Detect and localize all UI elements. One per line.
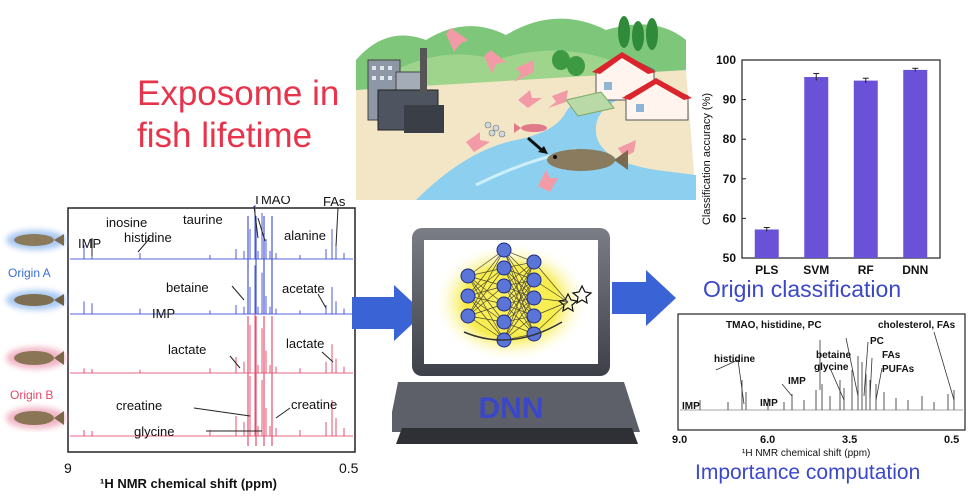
importance-tick-9: 9.0 (672, 434, 687, 446)
nn-node (460, 268, 476, 284)
houses-icon (592, 52, 692, 121)
nn-node (460, 308, 476, 324)
peak-label-lactate-2: lactate (286, 336, 324, 351)
fish-icon (6, 290, 66, 310)
nn-node (526, 290, 542, 306)
origin-b-spectra (83, 313, 345, 446)
importance-label-imp-2: IMP (682, 401, 700, 412)
importance-label-pufas: PUFAs (882, 364, 915, 375)
peak-label-inosine: inosine (106, 215, 147, 230)
output-star-icon (571, 284, 593, 305)
arrow-into-dnn (352, 285, 424, 341)
peak-label-tmao: TMAO (253, 196, 291, 207)
nn-node (526, 308, 542, 324)
peak-label-creatine: creatine (116, 398, 162, 413)
x-tick-label: PLS (755, 263, 778, 277)
nn-node (496, 242, 512, 258)
laptop-dnn: DNN (392, 228, 640, 444)
nmr-spectra-panel: IMP inosine histidine taurine TMAO FAs a… (64, 196, 359, 491)
spectra-frame (67, 207, 356, 453)
bar-rf (853, 80, 878, 258)
dnn-label: DNN (479, 392, 544, 425)
x-tick-label: RF (858, 263, 874, 277)
importance-label-glycine: glycine (814, 362, 849, 373)
neural-network-icon (460, 242, 593, 348)
bar-dnn (903, 69, 928, 259)
importance-x-axis-title: ¹H NMR chemical shift (ppm) (742, 448, 870, 459)
peak-label-glycine: glycine (134, 424, 174, 439)
y-tick-label: 60 (723, 211, 737, 225)
laptop-base (392, 382, 640, 432)
headline-line-1: Exposome in (137, 74, 340, 113)
peak-label-alanine: alanine (284, 228, 326, 243)
nn-node (496, 278, 512, 294)
peak-label-lactate: lactate (168, 342, 206, 357)
peak-label-imp-2: IMP (152, 306, 175, 321)
importance-tick-0-5: 0.5 (944, 434, 959, 446)
peak-label-imp: IMP (78, 236, 101, 251)
fish-samples (6, 230, 66, 429)
importance-spectrum: TMAO, histidine, PC cholesterol, FAs his… (672, 313, 966, 459)
peak-label-fas: FAs (323, 196, 346, 209)
origin-a-label: Origin A (8, 266, 51, 280)
importance-label-tmao-histidine-pc: TMAO, histidine, PC (726, 320, 822, 331)
nn-node (526, 254, 542, 270)
importance-tick-3-5: 3.5 (842, 434, 857, 446)
juvenile-fish-icon (484, 121, 547, 138)
y-tick-label: 80 (723, 132, 737, 146)
bar-pls (754, 229, 779, 258)
peak-label-taurine: taurine (183, 212, 223, 227)
arrow-out-of-dnn (612, 270, 676, 326)
nn-node (460, 288, 476, 304)
bar-svm (804, 77, 829, 258)
peak-label-betaine: betaine (166, 280, 209, 295)
x-tick-label: SVM (803, 263, 829, 277)
fish-icon (6, 347, 66, 369)
importance-label-pc: PC (870, 336, 884, 347)
y-tick-label: 100 (716, 53, 736, 67)
peak-label-histidine: histidine (124, 230, 172, 245)
x-tick-label: DNN (902, 263, 928, 277)
headline-line-2: fish lifetime (137, 116, 313, 155)
importance-label-imp-3: IMP (760, 398, 778, 409)
importance-label-histidine: histidine (714, 354, 756, 365)
trees-icon (552, 16, 658, 76)
importance-label-fas: FAs (882, 350, 901, 361)
factory-icon (367, 48, 444, 133)
river (416, 92, 696, 200)
x-tick-left: 9 (64, 460, 72, 476)
origin-classification-caption: Origin classification (703, 276, 902, 302)
importance-computation-caption: Importance computation (695, 461, 921, 484)
nn-node (496, 296, 512, 312)
fish-icon (527, 136, 628, 171)
importance-label-betaine: betaine (816, 350, 851, 361)
y-tick-label: 50 (723, 251, 737, 265)
landscape-illustration (356, 0, 696, 200)
nn-node (496, 260, 512, 276)
fish-icon (6, 407, 66, 429)
y-tick-label: 90 (723, 93, 737, 107)
nn-node (526, 326, 542, 342)
output-star-icon (557, 292, 579, 313)
origin-b-label: Origin B (10, 388, 54, 402)
peak-label-creatine-2: creatine (291, 397, 337, 412)
y-tick-label: 70 (723, 172, 737, 186)
y-axis-title: Classification accuracy (%) (701, 93, 713, 225)
nn-node (496, 314, 512, 330)
x-axis-title: ¹H NMR chemical shift (ppm) (100, 476, 277, 491)
importance-label-imp-1: IMP (788, 376, 806, 387)
fish-icon (6, 230, 66, 250)
importance-tick-6: 6.0 (760, 434, 775, 446)
peak-label-acetate: acetate (282, 281, 325, 296)
nn-node (526, 272, 542, 288)
importance-label-cholesterol-fas: cholesterol, FAs (878, 320, 956, 331)
x-tick-right: 0.5 (339, 460, 359, 476)
